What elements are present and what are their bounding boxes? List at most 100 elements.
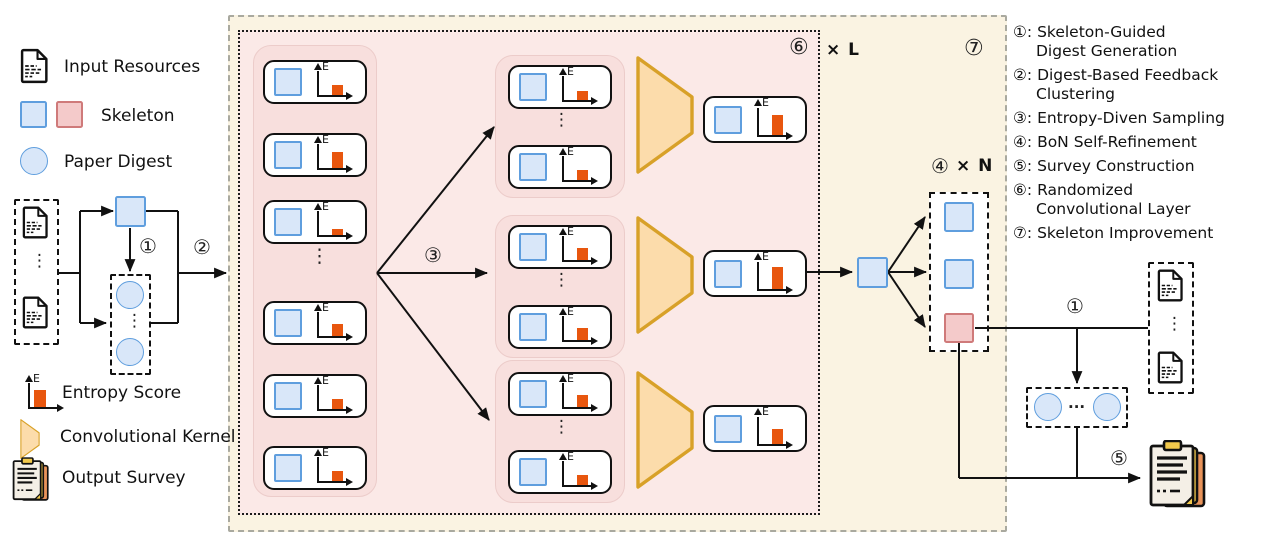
- axis-arrow: [591, 482, 598, 490]
- output-survey-icon: [11, 457, 51, 504]
- axis-line: [28, 407, 59, 409]
- entropy-chart: E: [311, 301, 357, 341]
- axis-arrow: [591, 97, 598, 105]
- axis-arrow: [314, 304, 322, 311]
- entropy-bar: [577, 395, 588, 407]
- skeleton-square: [519, 380, 547, 408]
- skeleton-square: [274, 309, 302, 337]
- axis-arrow: [591, 404, 598, 412]
- entropy-chart: E: [311, 133, 357, 173]
- entropy-chart: E: [751, 250, 793, 294]
- axis-line: [562, 76, 564, 102]
- axis-arrow: [346, 406, 353, 414]
- step6-multiplier: × L: [826, 40, 860, 60]
- entropy-bar: [34, 390, 46, 407]
- digest-card: E: [263, 301, 367, 345]
- axis-arrow: [591, 177, 598, 185]
- axis-line: [562, 100, 593, 102]
- axis-line: [562, 340, 593, 342]
- entropy-bar: [332, 471, 343, 481]
- list-item: ④: BoN Self-Refinement: [1013, 133, 1261, 152]
- list-item: ③: Entropy-Diven Sampling: [1013, 109, 1261, 128]
- merged-skeleton-square: [857, 257, 888, 288]
- entropy-bar: [577, 475, 588, 485]
- vertical-ellipsis: ⋮: [31, 251, 48, 271]
- axis-arrow: [559, 453, 567, 460]
- axis-arrow: [559, 228, 567, 235]
- skeleton-square: [519, 458, 547, 486]
- document-icon: [1156, 351, 1184, 384]
- step5-badge: ⑤: [1110, 446, 1128, 470]
- axis-line: [562, 461, 564, 487]
- axis-line: [317, 144, 319, 170]
- axis-line: [562, 485, 593, 487]
- paper-digests-box: [110, 274, 151, 375]
- axis-arrow: [786, 285, 793, 294]
- step4-multiplier: × N: [956, 156, 994, 176]
- axis-line: [317, 95, 348, 97]
- document-icon: [1156, 269, 1184, 302]
- axis-line: [562, 407, 593, 409]
- digest-card: E: [263, 374, 367, 418]
- axis-line: [317, 312, 319, 338]
- entropy-chart: E: [751, 405, 793, 449]
- axis-line: [562, 180, 593, 182]
- axis-arrow: [559, 375, 567, 382]
- step-text: Convolutional Layer: [1036, 200, 1191, 218]
- initial-skeleton-square: [115, 196, 146, 227]
- digest-card: E: [508, 372, 612, 416]
- entropy-axis-label: E: [322, 301, 329, 314]
- vertical-ellipsis: ⋮: [553, 270, 570, 290]
- entropy-chart: E: [556, 305, 602, 345]
- arrow-sample-3: [376, 272, 490, 421]
- skeleton-square: [519, 313, 547, 341]
- convolved-card: E: [703, 96, 807, 143]
- entropy-chart: E: [556, 145, 602, 185]
- axis-arrow: [559, 68, 567, 75]
- axis-line: [757, 134, 788, 137]
- entropy-bar: [577, 328, 588, 340]
- entropy-bar: [577, 91, 588, 100]
- axis-arrow: [559, 308, 567, 315]
- entropy-bar: [772, 114, 783, 135]
- axis-line: [28, 383, 30, 409]
- entropy-bar: [772, 428, 783, 444]
- axis-line: [317, 211, 319, 237]
- legend-entropy-score-label: Entropy Score: [62, 383, 182, 403]
- axis-line: [317, 385, 319, 411]
- entropy-axis-label: E: [567, 145, 574, 158]
- vertical-ellipsis: ⋮: [553, 417, 570, 437]
- legend-paper-digest-label: Paper Digest: [64, 152, 173, 172]
- digest-card: E: [263, 446, 367, 490]
- axis-arrow: [346, 92, 353, 100]
- entropy-axis-label: E: [567, 65, 574, 78]
- step-text: Survey Construction: [1037, 157, 1195, 175]
- entropy-axis-label: E: [762, 404, 769, 418]
- axis-line: [757, 416, 759, 446]
- entropy-bar: [577, 248, 588, 260]
- entropy-axis-label: E: [762, 95, 769, 109]
- digest-card: E: [263, 133, 367, 177]
- convolutional-kernel-icon: [16, 419, 44, 459]
- skeleton-square: [274, 68, 302, 96]
- paper-digest-circle: [1093, 393, 1121, 421]
- entropy-axis-label: E: [762, 249, 769, 263]
- arrow-candidate-3: [887, 271, 926, 328]
- axis-line: [317, 409, 348, 411]
- entropy-chart: E: [556, 225, 602, 265]
- selected-skeleton-red: [944, 313, 974, 343]
- digest-card: E: [508, 305, 612, 349]
- skeleton-square: [519, 233, 547, 261]
- step-text: Skeleton-Guided: [1037, 23, 1166, 41]
- legend-input-resources-label: Input Resources: [64, 57, 201, 77]
- entropy-bar: [577, 170, 588, 180]
- entropy-bar: [772, 266, 783, 289]
- axis-line: [757, 443, 788, 446]
- entropy-axis-label: E: [33, 372, 40, 385]
- entropy-axis-label: E: [322, 200, 329, 213]
- candidate-skeleton-blue: [944, 259, 974, 289]
- step-number: ⑤:: [1013, 157, 1033, 175]
- step3-badge: ③: [424, 243, 442, 267]
- step-text: Entropy-Diven Sampling: [1037, 109, 1225, 127]
- list-item: ⑤: Survey Construction: [1013, 157, 1261, 176]
